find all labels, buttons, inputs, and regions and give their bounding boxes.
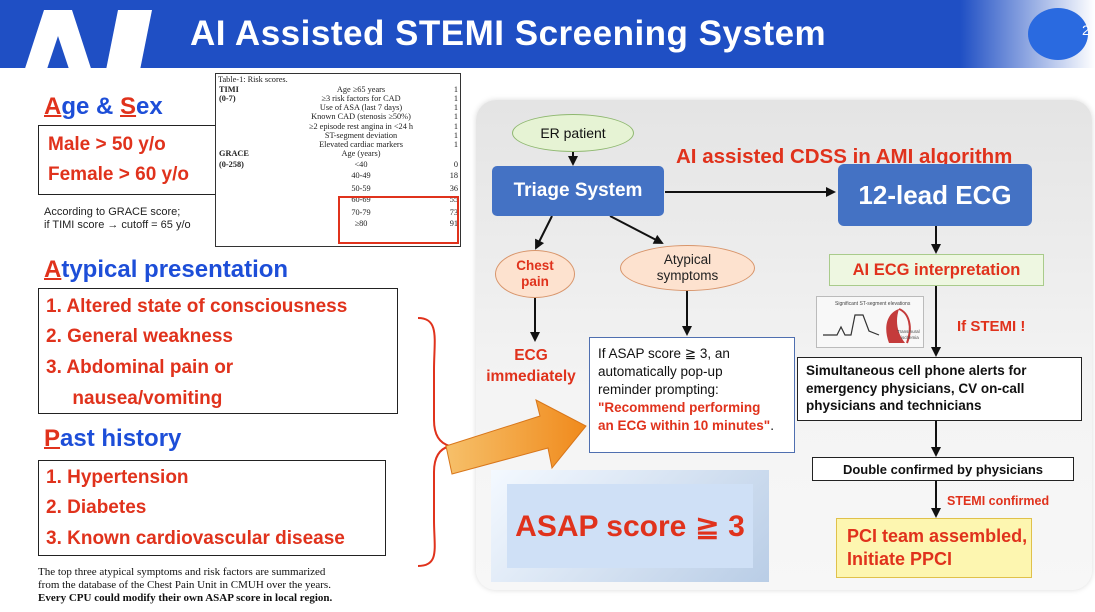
timi-note: if TIMI score → cutoff = 65 y/o (44, 219, 191, 231)
curly-brace (417, 317, 451, 567)
table-cell: 1 (453, 140, 458, 149)
past-history-item: 1. Hypertension (46, 467, 189, 488)
table-cell: 70-79 (351, 208, 371, 217)
age-sex-item: Female > 60 y/o (48, 164, 189, 185)
atypical-box (38, 288, 398, 414)
ai-ecg-interpretation-node: AI ECG interpretation (829, 254, 1044, 286)
table-cell: GRACE (219, 149, 249, 158)
table-cell: 1 (453, 122, 458, 131)
pci-team-box: PCI team assembled,Initiate PPCI (836, 518, 1032, 578)
atypical-item: 1. Altered state of consciousness (46, 296, 348, 317)
table-cell: (0-258) (219, 160, 244, 169)
footnote: The top three atypical symptoms and risk… (38, 566, 333, 604)
table-cell: Age ≥65 years (336, 85, 386, 94)
past-history-item: 3. Known cardiovascular disease (46, 528, 345, 549)
age-sex-box (38, 125, 218, 195)
past-history-item: 2. Diabetes (46, 497, 147, 518)
table-cell: 55 (449, 195, 458, 204)
table-row: ≥80 91 (216, 219, 462, 229)
table-row: ST-segment deviation 1 (216, 131, 462, 141)
ecg-waveform-icon: Significant ST-segment elevations Transm… (823, 301, 920, 344)
twelve-lead-ecg-node: 12-lead ECG (838, 164, 1032, 226)
table-row: Use of ASA (last 7 days) 1 (216, 103, 462, 113)
table-cell: Use of ASA (last 7 days) (319, 103, 403, 112)
title-banner (0, 0, 1095, 68)
table-row: (0-7) ≥3 risk factors for CAD 1 (216, 94, 462, 104)
ecg-thumbnail: Significant ST-segment elevations Transm… (816, 296, 924, 348)
past-history-heading: Past history (44, 425, 182, 452)
past-history-box (38, 460, 386, 556)
table-cell: <40 (354, 160, 368, 169)
table-cell: 73 (449, 208, 458, 217)
age-highlight-box (338, 196, 459, 244)
table-cell: TIMI (219, 85, 239, 94)
table-row: 50-59 36 (216, 184, 462, 194)
table-cell: 91 (449, 219, 458, 228)
table-cell: ≥80 (354, 219, 368, 228)
table-cell: 60-69 (351, 195, 371, 204)
table-cell: 18 (449, 171, 458, 180)
asap-popup-box: If ASAP score ≧ 3, an automatically pop-… (589, 337, 795, 453)
table-cell: 1 (453, 94, 458, 103)
thumb-label: Transmural (897, 329, 920, 334)
table-cell: 1 (453, 85, 458, 94)
table-cell: ≥3 risk factors for CAD (321, 94, 401, 103)
table-row: Elevated cardiac markers 1 (216, 140, 462, 150)
table-cell: ST-segment deviation (324, 131, 398, 140)
stemi-confirmed-label: STEMI confirmed (947, 494, 1050, 508)
table-cell: (0-7) (219, 94, 236, 103)
thumb-label: Significant ST-segment elevations (835, 301, 911, 307)
if-stemi-label: If STEMI ! (957, 318, 1026, 335)
table-cell: 1 (453, 131, 458, 140)
slide-number-badge (1028, 8, 1088, 60)
atypical-item: nausea/vomiting (46, 388, 223, 409)
arrow-triage-atypical (609, 215, 664, 244)
table-cell: 50-59 (351, 184, 371, 193)
double-confirmed-box: Double confirmed by physicians (812, 457, 1074, 481)
arrow-triage-chest (535, 215, 553, 250)
table-cell: Known CAD (stenosis ≥50%) (311, 112, 411, 121)
table-cell: Age (years) (341, 149, 381, 158)
table-caption: Table-1: Risk scores. (218, 75, 288, 84)
table-row: TIMI Age ≥65 years 1 (216, 85, 462, 95)
er-patient-node: ER patient (512, 114, 634, 152)
table-row: ≥2 episode rest angina in <24 h 1 (216, 122, 462, 132)
table-cell: 1 (453, 103, 458, 112)
algorithm-title: AI assisted CDSS in AMI algorithm (676, 145, 1013, 168)
triage-system-node: Triage System (492, 166, 664, 216)
logo-a-icon (18, 10, 98, 90)
table-row: 60-69 55 (216, 195, 462, 205)
age-sex-heading: Age & Sex (44, 93, 163, 120)
table-cell: 36 (449, 184, 458, 193)
phone-alerts-box: Simultaneous cell phone alerts for emerg… (797, 357, 1082, 421)
table-row: (0-258) <40 0 (216, 160, 462, 170)
table-cell: ≥2 episode rest angina in <24 h (308, 122, 414, 131)
logo-i-icon (104, 10, 152, 80)
age-sex-item: Male > 50 y/o (48, 134, 166, 155)
atypical-heading: Atypical presentation (44, 256, 289, 283)
ecg-immediately-label: ECG immediately (486, 347, 576, 385)
big-orange-arrow (445, 399, 587, 475)
atypical-item: 3. Abdominal pain or (46, 357, 234, 378)
table-cell: 0 (453, 160, 458, 169)
table-row: GRACE Age (years) (216, 149, 462, 159)
grace-note: According to GRACE score; (44, 206, 181, 218)
table-cell: 1 (453, 112, 458, 121)
table-row: Known CAD (stenosis ≥50%) 1 (216, 112, 462, 122)
page-title: AI Assisted STEMI Screening System (190, 14, 827, 53)
slide-number: 2 (1082, 22, 1090, 38)
asap-score-box: ASAP score ≧ 3 (507, 484, 753, 568)
table-row: 70-79 73 (216, 208, 462, 218)
table-cell: Elevated cardiac markers (319, 140, 403, 149)
table-cell: 40-49 (351, 171, 371, 180)
table-row: 40-49 18 (216, 171, 462, 181)
thumb-label: ischemia (901, 335, 919, 340)
atypical-item: 2. General weakness (46, 326, 233, 347)
